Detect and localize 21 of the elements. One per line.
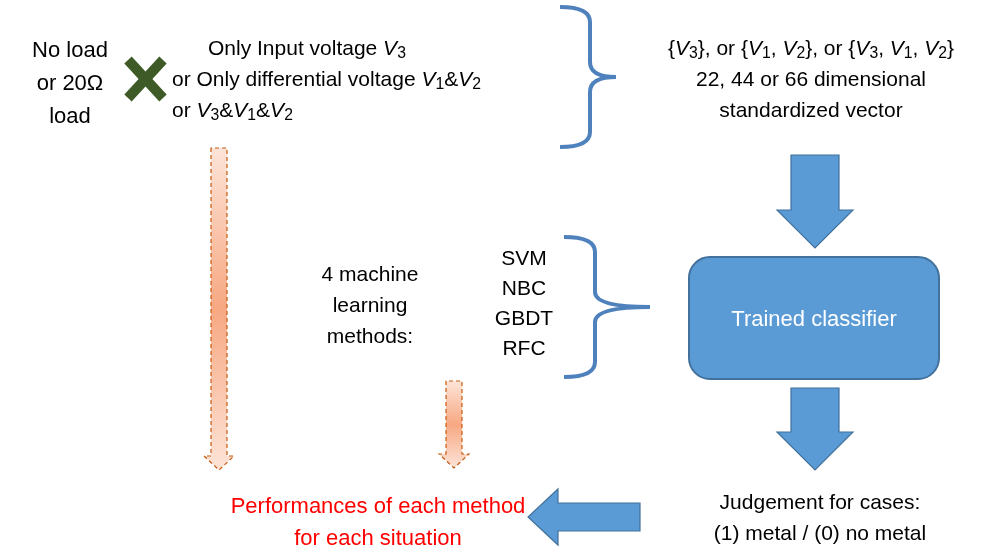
signal-option: or Only differential voltage V$_{1}$&V$_{2}$ (172, 62, 481, 94)
method-name: SVM (501, 245, 547, 271)
classifier-box (688, 256, 940, 380)
method-name: GBDT (494, 305, 554, 331)
arrow (437, 380, 471, 469)
arrow (775, 387, 855, 471)
signal-option: or V$_{3}$&V$_{1}$&V$_{2}$ (172, 93, 293, 125)
vector-description: {V$_{3}$}, or {V$_{1}$, V$_{2}$}, or {V$_{3}$, V$_{1}$, V$_{2}$} (667, 34, 955, 63)
methods-label: 4 machine learning methods: (320, 261, 420, 349)
signal-option: Only Input voltage V$_{3}$ (208, 31, 406, 63)
vector-description: 22, 44 or 66 dimensional standardized vector (695, 65, 927, 123)
output-label: Performances of each method for each situation (229, 492, 527, 552)
condition-label: No load or 20Ω load (31, 36, 109, 130)
arrow (202, 147, 236, 471)
result-label: (1) metal / (0) no metal (713, 520, 927, 546)
arrow (527, 487, 641, 547)
box-label: Trained classifier (731, 304, 897, 333)
method-name: NBC (501, 275, 547, 301)
method-name: RFC (502, 335, 546, 361)
arrow (775, 154, 855, 249)
result-label: Judgement for cases: (719, 489, 921, 515)
